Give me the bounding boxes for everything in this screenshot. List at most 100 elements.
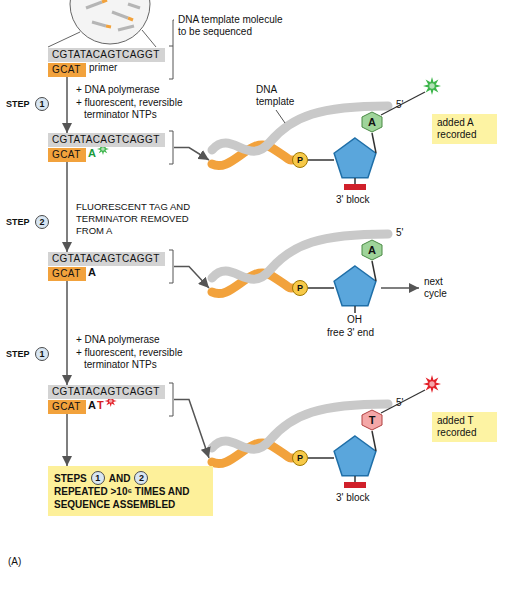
primer-box-text: GCAT bbox=[52, 268, 82, 280]
fluorescent-tag-core bbox=[429, 83, 434, 88]
added-base: T bbox=[97, 399, 104, 412]
fluorescent-tag bbox=[423, 77, 441, 95]
fluorescent-tag-core bbox=[429, 381, 434, 386]
leader-line bbox=[276, 110, 285, 123]
recorded-box-text: added A recorded bbox=[437, 117, 491, 141]
zoom-line bbox=[48, 32, 80, 47]
bracket bbox=[169, 250, 173, 283]
leader-line bbox=[173, 20, 174, 46]
sugar-pentagon bbox=[334, 436, 376, 476]
flow-arrow bbox=[66, 414, 68, 466]
phosphate-circle-text: P bbox=[297, 283, 303, 293]
fragment bbox=[112, 12, 128, 18]
fluorescent-tag bbox=[423, 375, 441, 393]
phosphate-circle-text: P bbox=[297, 155, 303, 165]
step-text: + DNA polymerase bbox=[76, 84, 160, 96]
zoom-line bbox=[142, 30, 156, 47]
flow-arrow bbox=[66, 77, 68, 133]
fragment bbox=[128, 4, 140, 8]
base-hexagon: A bbox=[361, 111, 383, 133]
step-label: STEP bbox=[6, 348, 30, 360]
summary-box-text: AND bbox=[109, 472, 131, 485]
step-number-text: 1 bbox=[39, 349, 44, 359]
phosphate-circle: P bbox=[292, 152, 308, 168]
base-hexagon-text: T bbox=[369, 414, 376, 426]
summary-box-text: REPEATED >10⁶ TIMES AND SEQUENCE ASSEMBL… bbox=[54, 485, 207, 511]
step-number: 1 bbox=[35, 97, 49, 111]
terminator-block bbox=[344, 482, 366, 488]
template-strand: CGTATACAGTCAGGT bbox=[48, 48, 165, 62]
recorded-box: added A recorded bbox=[432, 114, 497, 144]
flow-arrow bbox=[66, 281, 68, 385]
added-base: A bbox=[88, 399, 96, 412]
primer-box-text: GCAT bbox=[52, 401, 82, 413]
primer-box: GCAT bbox=[48, 267, 86, 281]
step-text: FLUORESCENT TAG AND TERMINATOR REMOVED F… bbox=[76, 201, 202, 237]
added-base: A bbox=[88, 266, 96, 279]
fragment bbox=[92, 22, 106, 26]
stage-arrow bbox=[174, 148, 209, 161]
bracket bbox=[169, 383, 173, 416]
step-label: STEP bbox=[6, 216, 30, 228]
base-hexagon: A bbox=[361, 239, 383, 261]
step-text: + fluorescent, reversible terminator NTP… bbox=[76, 97, 209, 121]
bond bbox=[372, 431, 376, 451]
fragment bbox=[86, 2, 102, 8]
template-strand: CGTATACAGTCAGGT bbox=[48, 133, 165, 147]
tag-linker bbox=[381, 92, 425, 115]
base-hexagon: T bbox=[361, 409, 383, 431]
fluorescent-tag-core bbox=[101, 147, 105, 151]
bracket bbox=[169, 46, 173, 79]
bond bbox=[372, 261, 376, 281]
base-hexagon-text: A bbox=[368, 244, 376, 256]
fragment-primer bbox=[102, 0, 107, 2]
phosphate-circle-text: P bbox=[297, 453, 303, 463]
primer-box: GCAT bbox=[48, 400, 86, 414]
bracket bbox=[169, 131, 173, 164]
summary-box: STEPS ANDREPEATED >10⁶ TIMES AND SEQUENCE… bbox=[48, 466, 213, 516]
part-label: DNA template bbox=[256, 84, 306, 108]
figure-note: DNA template molecule to be sequenced bbox=[178, 14, 293, 38]
bond bbox=[354, 306, 356, 313]
primer-box-text: GCAT bbox=[52, 149, 82, 161]
step-number-text: 1 bbox=[95, 473, 100, 483]
flow-arrow bbox=[66, 162, 68, 252]
part-label: 3' block bbox=[336, 492, 370, 504]
part-label: free 3' end bbox=[327, 327, 374, 339]
template-strand-text: CGTATACAGTCAGGT bbox=[52, 49, 161, 61]
bond bbox=[308, 457, 334, 459]
fragment bbox=[118, 26, 134, 30]
step-label: STEP bbox=[6, 98, 30, 110]
bond bbox=[354, 476, 356, 482]
nucleotide-illustration bbox=[212, 77, 441, 190]
nucleotide-illustration bbox=[212, 234, 419, 313]
fragment-primer bbox=[128, 18, 133, 20]
end-label: 5' bbox=[396, 99, 403, 111]
summary-box-text: STEPS bbox=[54, 472, 87, 485]
step-number: 1 bbox=[35, 347, 49, 361]
sugar-pentagon bbox=[334, 266, 376, 306]
template-strand: CGTATACAGTCAGGT bbox=[48, 252, 165, 266]
step-text: + fluorescent, reversible terminator NTP… bbox=[76, 347, 209, 371]
primer-box: GCAT bbox=[48, 63, 86, 77]
part-label: 3' block bbox=[336, 194, 370, 206]
nucleotide-illustration bbox=[212, 375, 441, 488]
molecule-pool bbox=[48, 0, 156, 47]
primer-box-text: GCAT bbox=[52, 64, 82, 76]
fragment-primer bbox=[106, 26, 111, 27]
part-label: primer bbox=[89, 62, 117, 74]
sugar-pentagon bbox=[334, 138, 376, 178]
step-number: 2 bbox=[134, 471, 148, 485]
group-label: OH bbox=[347, 314, 362, 326]
next-arrow bbox=[381, 287, 419, 289]
hexagon-shape bbox=[362, 112, 382, 132]
phosphate-circle: P bbox=[292, 280, 308, 296]
fluorescent-tag-core bbox=[109, 399, 113, 403]
hexagon-shape bbox=[362, 410, 382, 430]
pool-circle bbox=[70, 0, 150, 44]
end-label: 5' bbox=[396, 227, 403, 239]
hexagon-shape bbox=[362, 240, 382, 260]
end-label: 5' bbox=[396, 397, 403, 409]
bond bbox=[308, 159, 334, 161]
